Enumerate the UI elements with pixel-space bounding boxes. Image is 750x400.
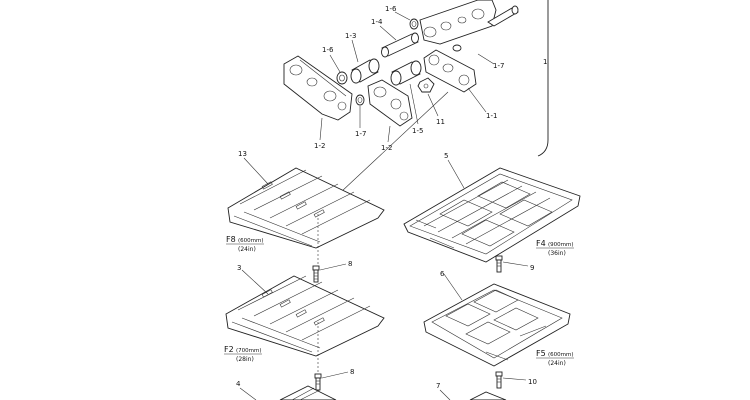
- track-shoe-3: [225, 275, 385, 357]
- caption-f2-sub: (28in): [236, 356, 254, 363]
- label-10: 10: [528, 378, 537, 386]
- center-bushing: [390, 60, 422, 86]
- caption-f8-sub: (24in): [238, 246, 256, 253]
- track-shoe-6: [423, 283, 571, 367]
- track-shoe-5: [403, 167, 581, 263]
- label-1-2a: 1-2: [314, 142, 325, 150]
- top-pin: [487, 5, 519, 27]
- bolt-icon: [495, 371, 503, 389]
- label-4: 4: [236, 380, 241, 388]
- top-link: [419, 0, 497, 52]
- label-13: 13: [238, 150, 247, 158]
- label-1-4: 1-4: [371, 18, 383, 26]
- label-6: 6: [440, 270, 445, 278]
- bolt-icon: [314, 373, 322, 391]
- label-1-3: 1-3: [345, 32, 356, 40]
- caption-f8-code: F8: [226, 235, 236, 244]
- track-shoe-7: [469, 391, 507, 400]
- track-bushing: [350, 58, 380, 84]
- seal-ring-icon: [336, 71, 348, 85]
- caption-f4-size: (900mm): [548, 242, 574, 248]
- seal-ring-icon: [409, 18, 419, 30]
- track-shoe-13: [227, 167, 385, 249]
- label-1-6a: 1-6: [385, 5, 397, 13]
- bolt-icon: [495, 255, 503, 273]
- label-5: 5: [444, 152, 448, 160]
- nut-icon: [417, 77, 435, 93]
- label-1-7a: 1-7: [355, 130, 366, 138]
- caption-f5-size: (600mm): [548, 352, 574, 358]
- bolt-icon: [312, 265, 320, 283]
- label-8a: 8: [348, 260, 352, 268]
- label-1: 1: [543, 58, 547, 66]
- caption-f5-sub: (24in): [548, 360, 566, 367]
- caption-f2-code: F2: [224, 345, 234, 354]
- seal-ring-icon: [355, 94, 365, 106]
- label-1-6b: 1-6: [322, 46, 334, 54]
- caption-f2-size: (700mm): [236, 348, 262, 354]
- label-8b: 8: [350, 368, 354, 376]
- label-7: 7: [436, 382, 440, 390]
- caption-f4-code: F4: [536, 239, 546, 248]
- label-11: 11: [436, 118, 445, 126]
- label-9: 9: [530, 264, 534, 272]
- label-3: 3: [237, 264, 241, 272]
- label-1-1: 1-1: [486, 112, 497, 120]
- label-1-7b: 1-7: [493, 62, 504, 70]
- caption-f5-code: F5: [536, 349, 546, 358]
- middle-link: [367, 79, 413, 127]
- left-link: [283, 55, 353, 121]
- right-link: [423, 49, 477, 93]
- caption-f4-sub: (36in): [548, 250, 566, 257]
- caption-f8-size: (600mm): [238, 238, 264, 244]
- track-pin: [381, 32, 419, 58]
- label-1-5: 1-5: [412, 127, 423, 135]
- assembly-bracket: [537, 0, 549, 157]
- label-1-2b: 1-2: [381, 144, 392, 152]
- track-shoe-4: [279, 385, 337, 400]
